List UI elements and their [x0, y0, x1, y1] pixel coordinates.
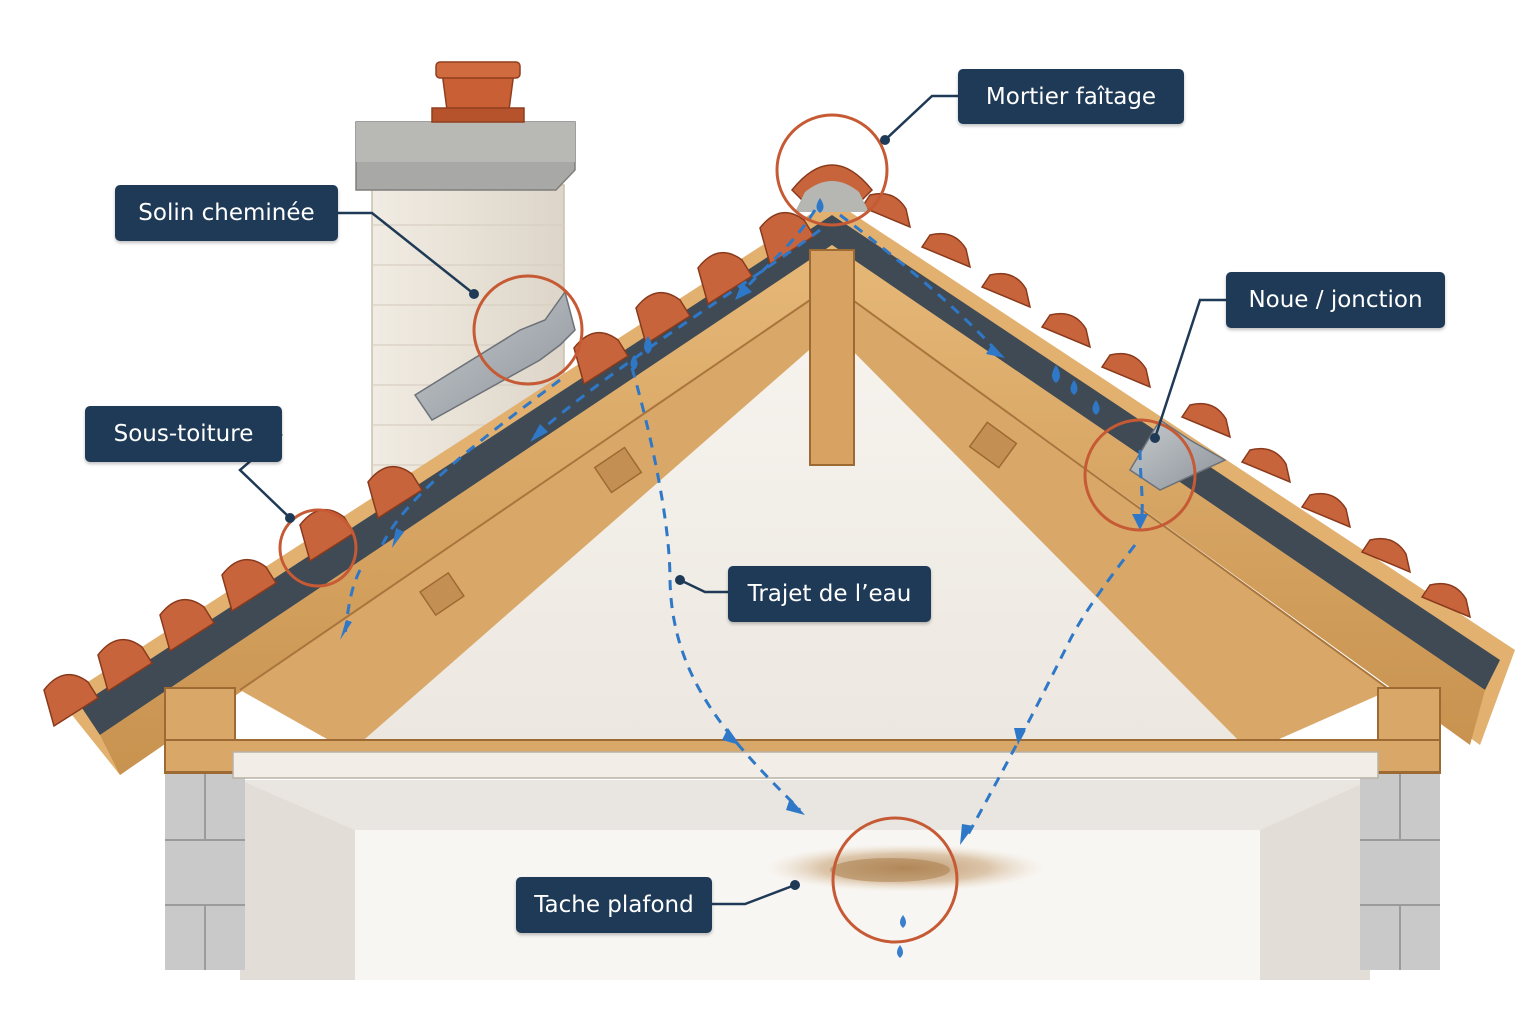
- room-interior: [240, 780, 1370, 980]
- label-valley-junction: Noue / jonction: [1226, 272, 1445, 328]
- ridge-tile: [790, 164, 874, 212]
- label-ceiling-stain: Tache plafond: [516, 877, 712, 933]
- tiles-right: [860, 192, 1472, 619]
- ceiling-stain: [765, 844, 1045, 958]
- label-chimney-flashing: Solin cheminée: [115, 185, 338, 241]
- tie-beam: [164, 687, 1441, 779]
- label-ridge-mortar: Mortier faîtage: [958, 69, 1184, 124]
- label-underlay: Sous-toiture: [85, 406, 282, 462]
- label-water-path: Trajet de l’eau: [728, 566, 931, 622]
- block-wall-right: [1360, 770, 1440, 970]
- water-drops: [630, 198, 1100, 415]
- leader-dots: [285, 135, 1160, 890]
- water-paths: [343, 209, 1144, 841]
- block-wall-left: [165, 770, 245, 970]
- tiles-left: [43, 211, 816, 728]
- gable-wall: [340, 300, 1250, 752]
- water-arrowheads: [340, 282, 1148, 845]
- roof-left-slope: [60, 200, 833, 775]
- chimney-flashing: [413, 290, 576, 421]
- king-post: [419, 249, 1018, 617]
- highlight-circles: [278, 113, 1197, 944]
